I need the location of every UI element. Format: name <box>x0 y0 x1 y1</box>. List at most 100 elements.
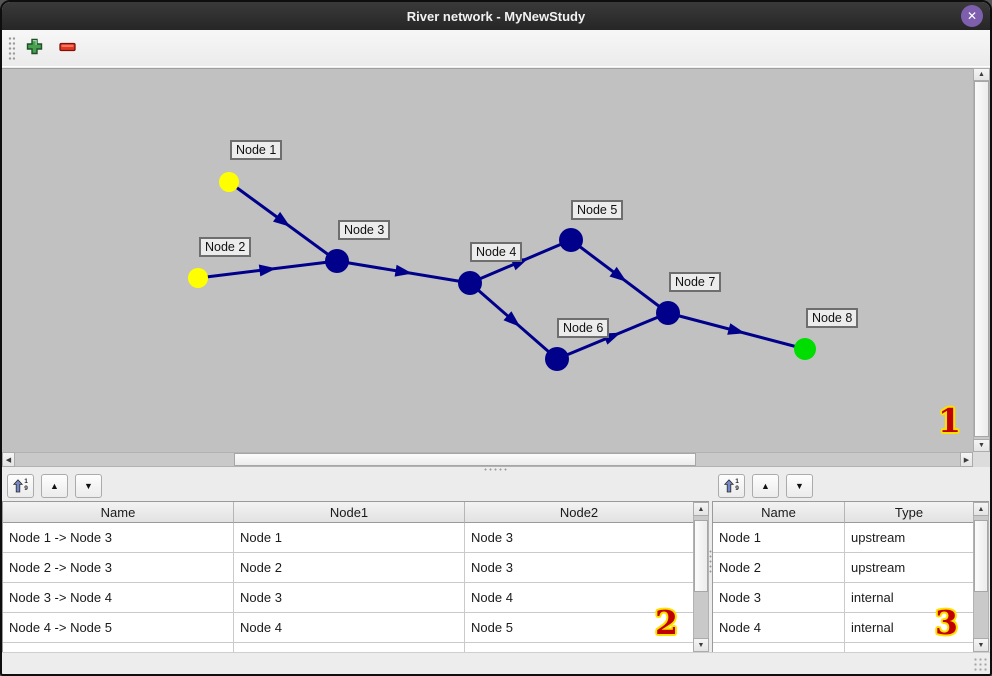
scrollbar-thumb[interactable] <box>974 520 988 592</box>
table-row-empty <box>713 643 973 652</box>
links-move-down-button[interactable]: ▼ <box>75 474 102 498</box>
sort-digit-1: 1 <box>24 478 28 486</box>
vertical-splitter[interactable] <box>709 471 712 652</box>
scroll-up-button[interactable]: ▲ <box>693 502 709 516</box>
scroll-down-icon: ▼ <box>697 641 705 649</box>
splitter-grip-icon <box>709 548 712 575</box>
table-cell[interactable]: Node 2 <box>234 553 465 583</box>
scrollbar-thumb[interactable] <box>694 520 708 592</box>
table-cell[interactable]: Node 1 -> Node 3 <box>3 523 234 553</box>
table-cell[interactable]: upstream <box>845 523 973 553</box>
node-label[interactable]: Node 6 <box>557 318 610 338</box>
table-cell[interactable]: Node 2 <box>713 553 845 583</box>
node-label[interactable]: Node 4 <box>470 242 523 262</box>
table-cell[interactable]: Node 3 <box>465 553 693 583</box>
column-header-name[interactable]: Name <box>713 502 845 523</box>
edge-arrow-icon <box>727 323 746 335</box>
node-node-6[interactable] <box>545 347 569 371</box>
node-node-4[interactable] <box>458 271 482 295</box>
node-node-8[interactable] <box>794 338 816 360</box>
edge-arrow-icon <box>394 264 413 277</box>
scrollbar-track[interactable] <box>973 516 989 638</box>
table-cell[interactable]: upstream <box>845 553 973 583</box>
close-button[interactable]: ✕ <box>961 5 983 27</box>
table-cell[interactable]: Node 4 <box>465 583 693 613</box>
scroll-up-icon: ▲ <box>978 71 985 78</box>
nodes-move-down-button[interactable]: ▼ <box>786 474 813 498</box>
canvas-hscrollbar-track[interactable] <box>15 452 960 467</box>
remove-button[interactable] <box>56 39 80 58</box>
node-label[interactable]: Node 3 <box>338 220 391 240</box>
node-node-1[interactable] <box>219 172 239 192</box>
column-header-node1[interactable]: Node1 <box>234 502 465 523</box>
nodes-table-vscrollbar[interactable]: ▲ ▼ <box>973 502 989 652</box>
table-cell[interactable]: Node 3 <box>713 583 845 613</box>
table-cell[interactable]: Node 5 <box>465 613 693 643</box>
edge-arrow-icon <box>503 311 521 327</box>
scroll-up-button[interactable]: ▲ <box>973 502 989 516</box>
column-header-name[interactable]: Name <box>3 502 234 523</box>
canvas-vscrollbar[interactable]: ▲ ▼ <box>973 68 990 452</box>
node-label[interactable]: Node 5 <box>571 200 624 220</box>
table-cell <box>845 643 973 652</box>
table-cell[interactable]: internal <box>845 613 973 643</box>
scroll-left-button[interactable]: ◀ <box>2 452 15 467</box>
column-header-node2[interactable]: Node2 <box>465 502 693 523</box>
canvas-vscrollbar-track[interactable] <box>973 81 990 439</box>
toolbar-drag-handle[interactable] <box>8 36 15 60</box>
horizontal-splitter[interactable] <box>2 467 990 471</box>
links-move-up-button[interactable]: ▲ <box>41 474 68 498</box>
table-cell[interactable]: Node 4 <box>234 613 465 643</box>
table-cell[interactable]: Node 3 <box>234 583 465 613</box>
main-toolbar <box>2 30 990 67</box>
node-label[interactable]: Node 8 <box>806 308 859 328</box>
canvas-hscrollbar-thumb[interactable] <box>234 453 696 466</box>
scroll-down-button[interactable]: ▼ <box>973 638 989 652</box>
scroll-down-button[interactable]: ▼ <box>973 439 990 452</box>
links-table-vscrollbar[interactable]: ▲ ▼ <box>693 502 709 652</box>
scrollbar-track[interactable] <box>693 516 709 638</box>
scroll-down-icon: ▼ <box>978 442 985 449</box>
annotation-1: 1 <box>938 401 961 440</box>
scroll-up-button[interactable]: ▲ <box>973 68 990 81</box>
edge-arrow-icon <box>273 211 291 227</box>
network-canvas[interactable]: Node 1 Node 2 Node 3 Node 4 Node 5 Node 6 Node… <box>2 68 973 452</box>
column-header-type[interactable]: Type <box>845 502 973 523</box>
node-node-7[interactable] <box>656 301 680 325</box>
node-node-5[interactable] <box>559 228 583 252</box>
table-row-empty <box>3 643 693 652</box>
scroll-down-button[interactable]: ▼ <box>693 638 709 652</box>
scroll-right-button[interactable]: ▶ <box>960 452 973 467</box>
table-cell[interactable]: Node 1 <box>234 523 465 553</box>
node-label[interactable]: Node 7 <box>669 272 722 292</box>
node-label[interactable]: Node 2 <box>199 237 252 257</box>
node-label[interactable]: Node 1 <box>230 140 283 160</box>
add-button[interactable] <box>23 36 46 60</box>
canvas-hscrollbar[interactable]: ◀ ▶ <box>2 452 973 467</box>
table-cell[interactable]: Node 2 -> Node 3 <box>3 553 234 583</box>
table-cell[interactable]: internal <box>845 583 973 613</box>
node-node-2[interactable] <box>188 268 208 288</box>
table-cell[interactable]: Node 1 <box>713 523 845 553</box>
table-cell <box>713 643 845 652</box>
table-cell[interactable]: Node 4 -> Node 5 <box>3 613 234 643</box>
nodes-move-up-button[interactable]: ▲ <box>752 474 779 498</box>
resize-grip[interactable] <box>973 657 987 671</box>
table-cell[interactable]: Node 4 <box>713 613 845 643</box>
table-cell[interactable]: Node 3 -> Node 4 <box>3 583 234 613</box>
node-node-3[interactable] <box>325 249 349 273</box>
canvas-vscrollbar-thumb[interactable] <box>974 81 989 437</box>
table-cell[interactable]: Node 3 <box>465 523 693 553</box>
